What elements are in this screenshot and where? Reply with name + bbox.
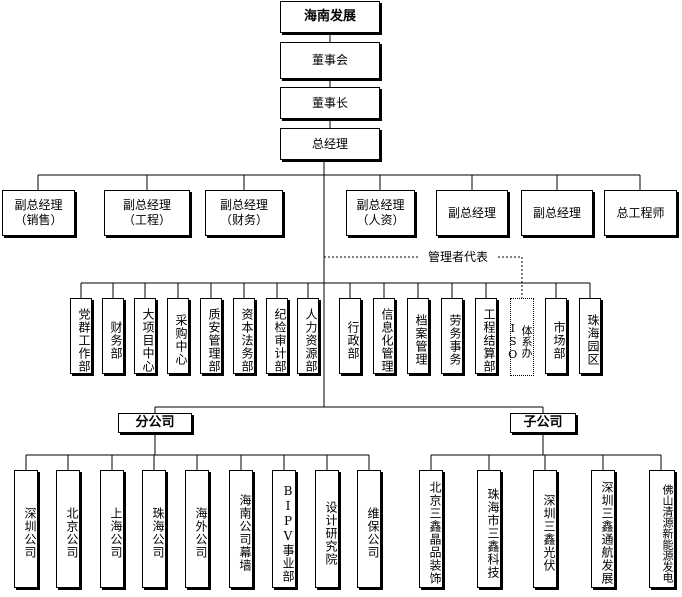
branch-box: 上海公司 — [100, 470, 124, 588]
subsidiary-box: 深圳三鑫光伏 — [533, 470, 557, 588]
branch-box: 海外公司 — [185, 470, 209, 588]
dept-box: 行政部 — [339, 298, 361, 374]
branch-box: 设计研究院 — [315, 470, 339, 588]
dept-box: 资本法务部 — [233, 298, 255, 374]
vp-box: 副总经理 （工程） — [104, 190, 190, 236]
chief-engineer-box: 总工程师 — [604, 190, 677, 236]
dept-box: 人力资源部 — [297, 298, 319, 374]
dept-box: 工程结算部 — [475, 298, 497, 374]
branch-box: 深圳公司 — [14, 470, 38, 588]
vp-box: 副总经理 （人资） — [346, 190, 415, 236]
board-box: 董事会 — [280, 42, 380, 79]
general-manager-box: 总经理 — [280, 128, 380, 160]
dept-box-iso: 体系办ISO — [506, 298, 534, 376]
dept-box: 大项目中心 — [134, 298, 156, 374]
subsidiary-box: 北京三鑫晶品装饰 — [419, 470, 443, 588]
subsidiary-box: 珠海市三鑫科技 — [477, 470, 501, 588]
dept-box: 档案管理 — [407, 298, 429, 374]
branch-box: 海南公司幕墙 — [229, 470, 253, 588]
dept-box: 财务部 — [102, 298, 124, 374]
vp-box: 副总经理 （销售） — [2, 190, 75, 236]
chairman-box: 董事长 — [280, 87, 380, 119]
management-representative-label: 管理者代表 — [418, 249, 498, 266]
branch-box: 维保公司 — [357, 470, 381, 588]
dept-box: 采购中心 — [167, 298, 189, 374]
dept-box: 党群工作部 — [70, 298, 92, 374]
subsidiary-box: 深圳三鑫通航发展 — [591, 470, 615, 588]
dept-box: 劳务事务 — [441, 298, 463, 374]
subsidiary-box: 佛山清源新能源发电 — [649, 470, 675, 588]
subsidiaries-header: 子公司 — [510, 413, 576, 433]
company-root-box: 海南发展 — [280, 1, 380, 33]
dept-box: 珠海园区 — [579, 298, 601, 374]
vp-box: 副总经理 （财务） — [205, 190, 283, 236]
branch-box: BIPV事业部 — [272, 470, 296, 588]
dept-box: 信息化管理 — [373, 298, 395, 374]
branch-offices-header: 分公司 — [118, 413, 192, 433]
dept-box: 纪检审计部 — [266, 298, 288, 374]
vp-box: 副总经理 — [521, 190, 593, 236]
dept-box: 市场部 — [545, 298, 567, 374]
vp-box: 副总经理 — [436, 190, 508, 236]
dept-box: 质安管理部 — [200, 298, 222, 374]
branch-box: 北京公司 — [56, 470, 80, 588]
branch-box: 珠海公司 — [142, 470, 166, 588]
